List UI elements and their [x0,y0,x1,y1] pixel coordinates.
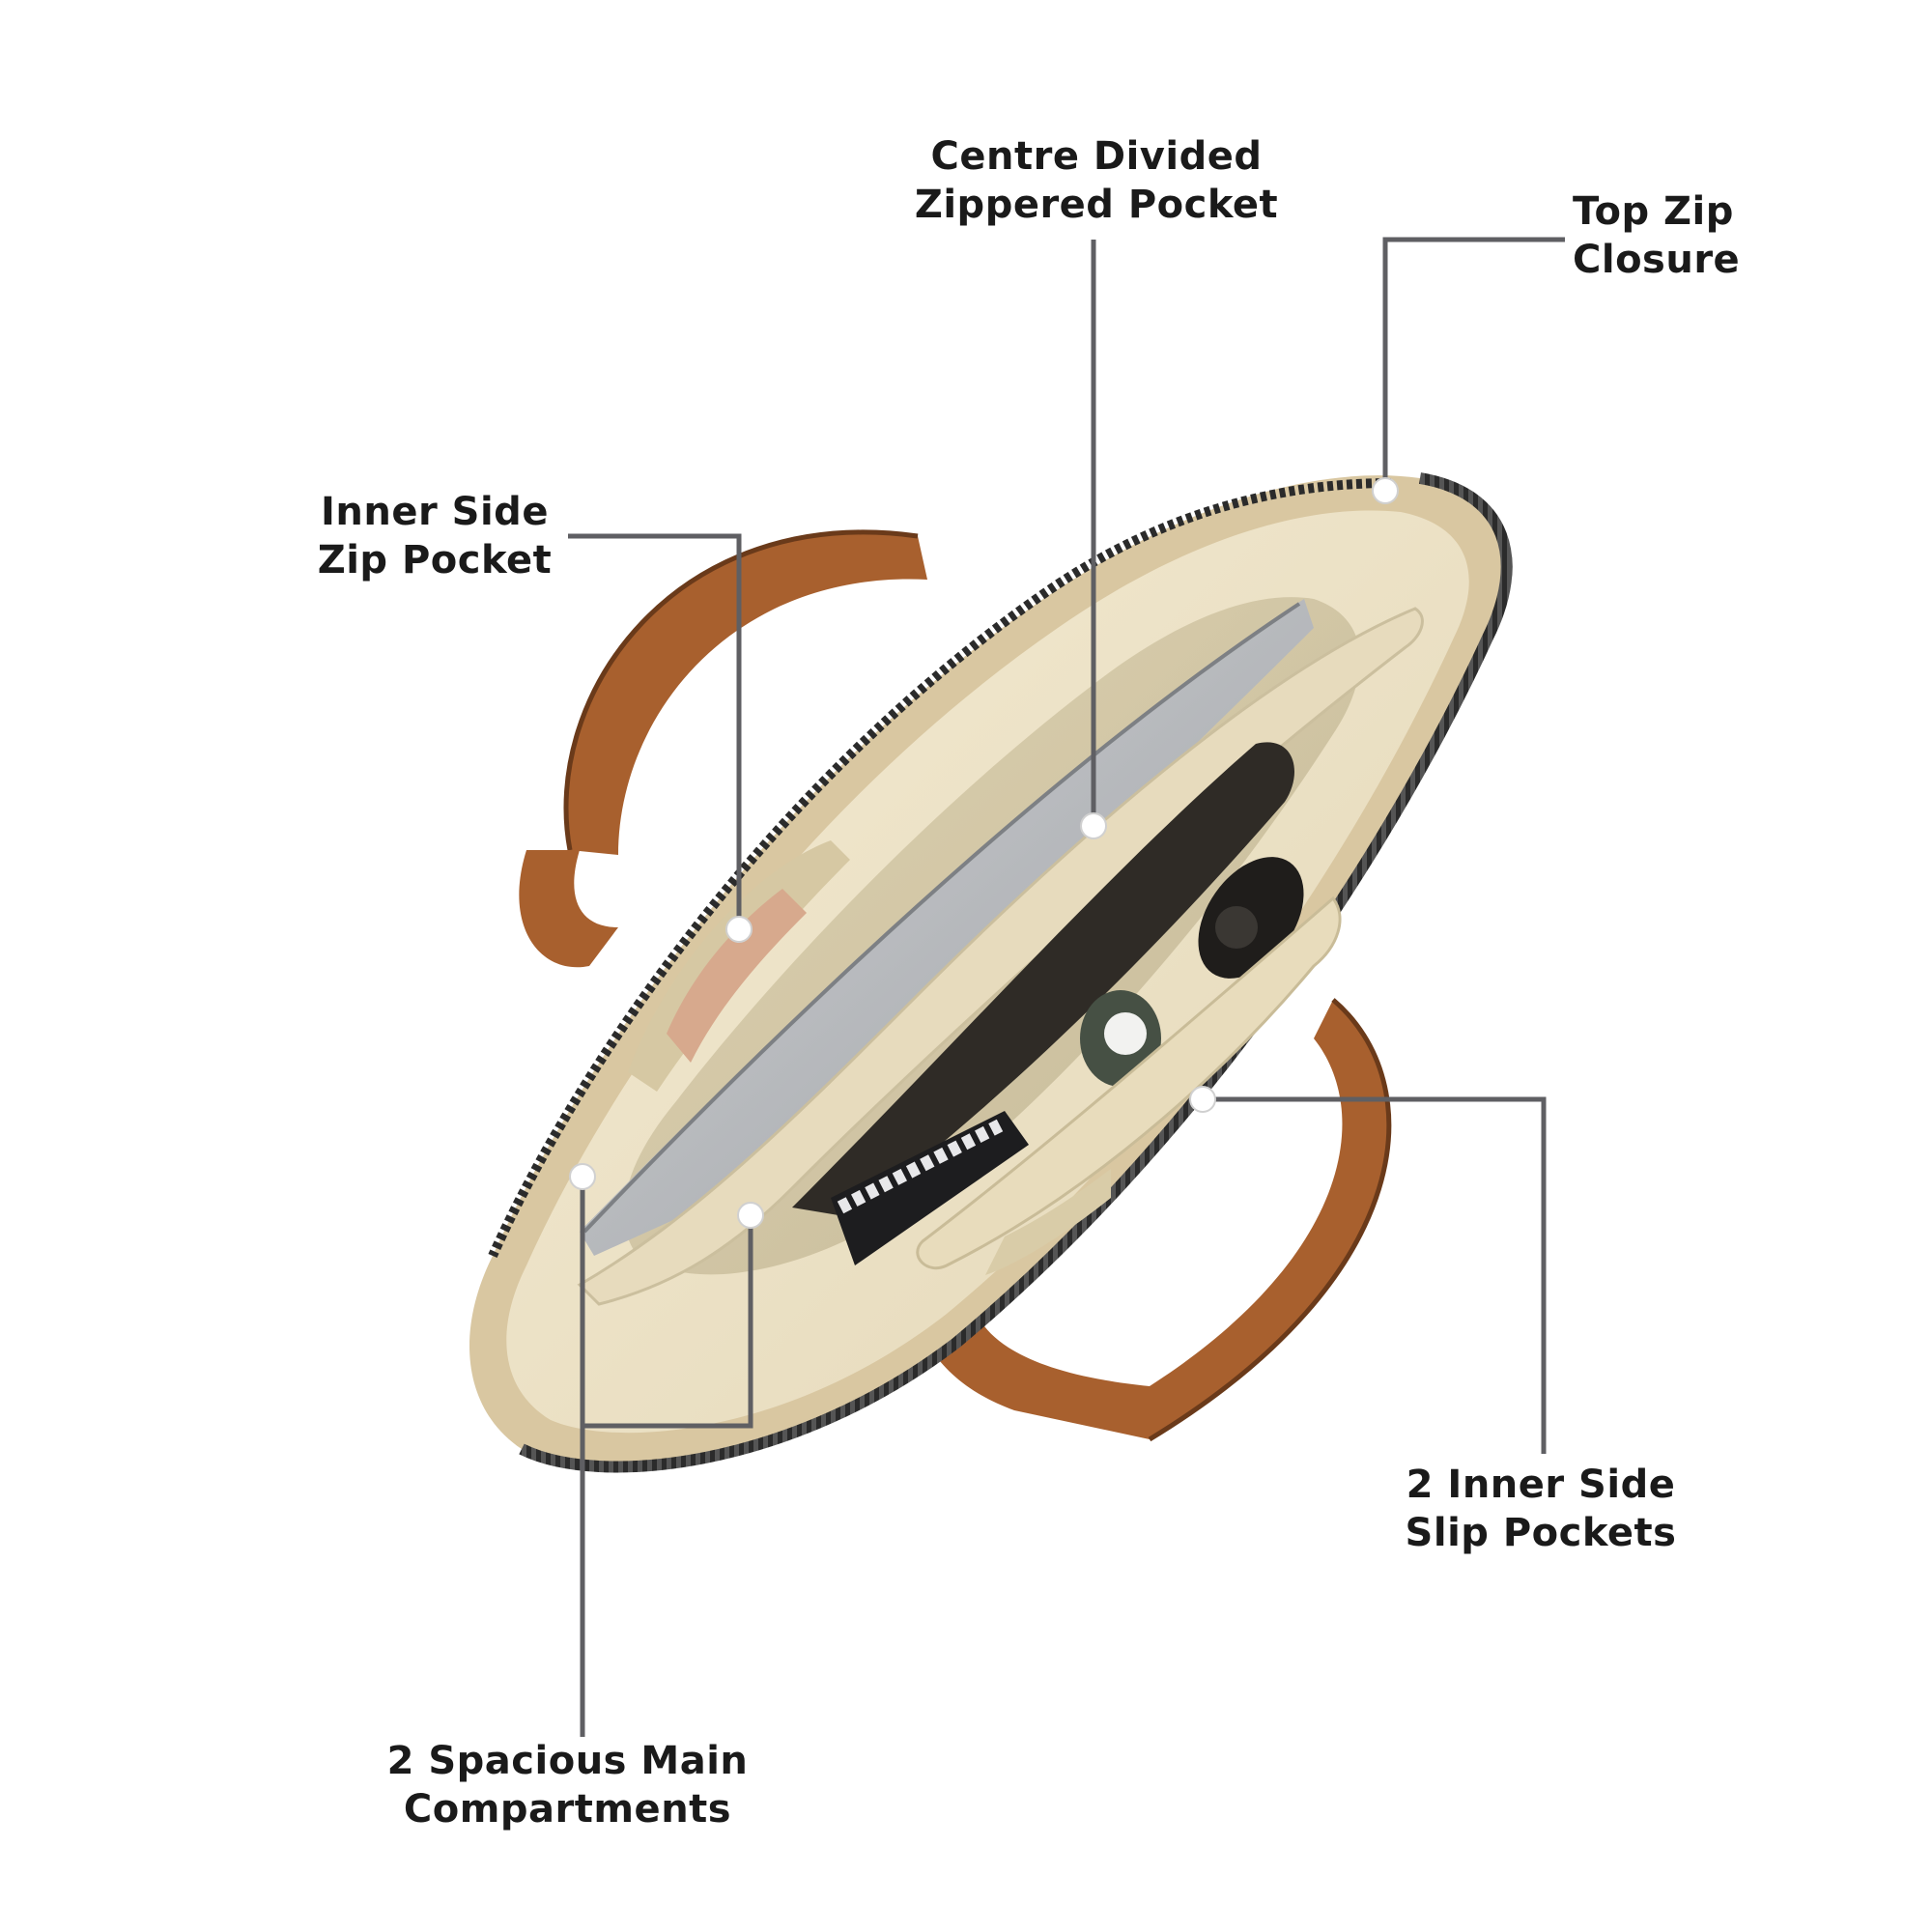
dot-slip-pockets [1189,1086,1216,1113]
callout-main-compartments-line2: Compartments [403,1787,732,1832]
slip-pockets [916,895,1342,1270]
callout-centre-pocket-line1: Centre Divided [930,134,1263,179]
notebook [831,1111,1029,1265]
laptop [580,599,1314,1256]
dot-main-left [569,1163,596,1190]
tote-bag [469,472,1513,1473]
callout-main-compartments: 2 Spacious Main Compartments [386,1737,749,1833]
leader-inner-zip [568,533,742,929]
leader-slip-pockets [1203,1096,1547,1454]
callout-slip-pockets: 2 Inner Side Slip Pockets [1396,1461,1686,1557]
callout-centre-pocket-line2: Zippered Pocket [914,183,1279,227]
callout-inner-zip-line2: Zip Pocket [317,538,553,582]
callout-top-zip-line1: Top Zip [1573,189,1734,234]
leader-main-compartments-branch [582,1215,753,1429]
bag-handle-front [913,1000,1389,1439]
callout-inner-zip: Inner Side Zip Pocket [309,488,560,584]
dot-main-right [737,1202,764,1229]
phone [667,889,807,1063]
dot-top-zip [1372,477,1399,504]
bag-handle-back [565,531,927,855]
callout-main-compartments-line1: 2 Spacious Main [386,1739,749,1783]
callout-slip-pockets-line2: Slip Pockets [1405,1511,1677,1555]
callout-dots [569,477,1399,1229]
callout-centre-pocket: Centre Divided Zippered Pocket [898,132,1294,229]
callout-inner-zip-line1: Inner Side [321,490,549,534]
leader-lines [568,237,1565,1737]
dot-centre-pocket [1080,812,1107,839]
callout-top-zip: Top Zip Closure [1573,187,1766,284]
callout-slip-pockets-line1: 2 Inner Side [1406,1463,1676,1507]
leader-top-zip [1382,237,1565,488]
callout-top-zip-line2: Closure [1573,238,1741,282]
dot-inner-zip [725,916,753,943]
